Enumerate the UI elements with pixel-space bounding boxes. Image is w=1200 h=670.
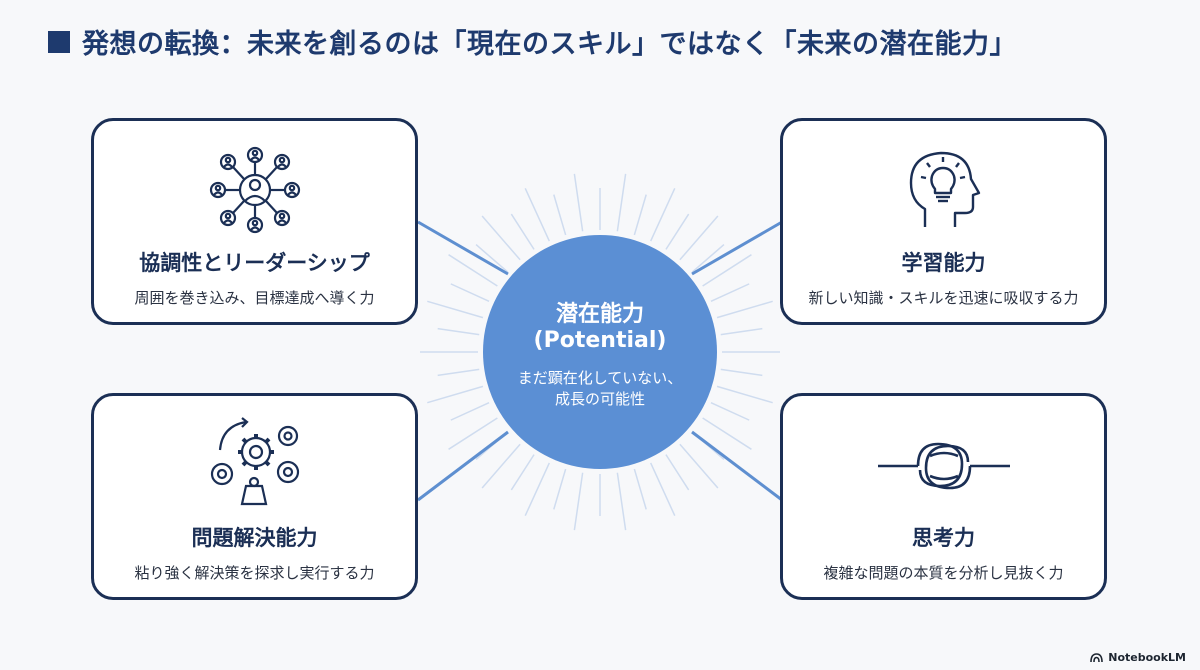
ray-line [702, 254, 752, 287]
ray-line [553, 468, 567, 510]
ray-line [437, 327, 480, 336]
card-leadership: 協調性とリーダーシップ 周囲を巻き込み、目標達成へ導く力 [91, 118, 418, 325]
center-description: まだ顕在化していない、 成長の可能性 [480, 368, 720, 410]
ray-line [616, 472, 627, 531]
title-bar: 発想の転換：未来を創るのは「現在のスキル」ではなく「未来の潜在能力」 [48, 22, 1017, 61]
ray-line [475, 244, 509, 273]
ray-line [448, 254, 498, 287]
brand-logo: NotebookLM [1090, 651, 1186, 664]
notebooklm-icon [1090, 652, 1104, 662]
connector-top-left [417, 220, 509, 276]
ray-line [716, 385, 773, 404]
ray-line [510, 213, 535, 250]
center-title: 潜在能力 [555, 302, 644, 327]
ray-line [427, 300, 484, 319]
title-square-icon [48, 30, 70, 53]
ray-line [720, 368, 763, 377]
head-lightbulb-icon [909, 151, 980, 227]
ray-line [481, 443, 521, 489]
ray-line [665, 454, 690, 491]
ray-line [679, 443, 719, 489]
ray-line [573, 173, 584, 232]
ray-line [616, 173, 627, 232]
card-title: 問題解決能力 [191, 526, 318, 550]
brand-label: NotebookLM [1108, 651, 1186, 664]
radiating-rays [420, 173, 780, 531]
gears-icon [210, 417, 299, 506]
ray-line [633, 468, 647, 510]
ray-line [649, 187, 676, 242]
network-people-icon [209, 146, 300, 234]
center-desc-line1: まだ顕在化していない、 [517, 369, 683, 387]
connector-top-right [691, 220, 783, 276]
card-learning: 学習能力 新しい知識・スキルを迅速に吸収する力 [780, 118, 1107, 325]
ray-line [553, 194, 567, 236]
ray-line [448, 417, 498, 450]
ray-line [450, 283, 490, 303]
connector-bottom-right [691, 430, 783, 502]
center-subtitle: (Potential) [533, 328, 667, 353]
ray-line [524, 187, 551, 242]
ray-line [510, 454, 535, 491]
ray-line [481, 215, 521, 261]
ray-line [427, 385, 484, 404]
ray-line [437, 368, 480, 377]
card-thinking: 思考力 複雑な問題の本質を分析し見抜く力 [780, 393, 1107, 600]
card-title: 学習能力 [901, 251, 986, 275]
ray-line [649, 462, 676, 517]
ray-line [691, 244, 725, 273]
knot-icon [877, 442, 1010, 490]
ray-line [633, 194, 647, 236]
center-circle [483, 235, 717, 469]
ray-line [702, 417, 752, 450]
ray-line [710, 283, 750, 303]
ray-line [710, 401, 750, 421]
card-title: 協調性とリーダーシップ [139, 251, 370, 275]
ray-line [665, 213, 690, 250]
card-problem-solving: 問題解決能力 粘り強く解決策を探求し実行する力 [91, 393, 418, 600]
card-description: 新しい知識・スキルを迅速に吸収する力 [808, 289, 1079, 307]
card-description: 複雑な問題の本質を分析し見抜く力 [823, 564, 1064, 582]
card-description: 粘り強く解決策を探求し実行する力 [134, 564, 375, 582]
connector-bottom-left [417, 430, 509, 502]
card-title: 思考力 [912, 526, 975, 550]
card-description: 周囲を巻き込み、目標達成へ導く力 [134, 289, 375, 307]
ray-line [524, 462, 551, 517]
ray-line [573, 472, 584, 531]
ray-line [450, 401, 490, 421]
center-desc-line2: 成長の可能性 [554, 390, 645, 408]
ray-line [720, 327, 763, 336]
page-title: 発想の転換：未来を創るのは「現在のスキル」ではなく「未来の潜在能力」 [82, 29, 1017, 60]
ray-line [679, 215, 719, 261]
ray-line [716, 300, 773, 319]
